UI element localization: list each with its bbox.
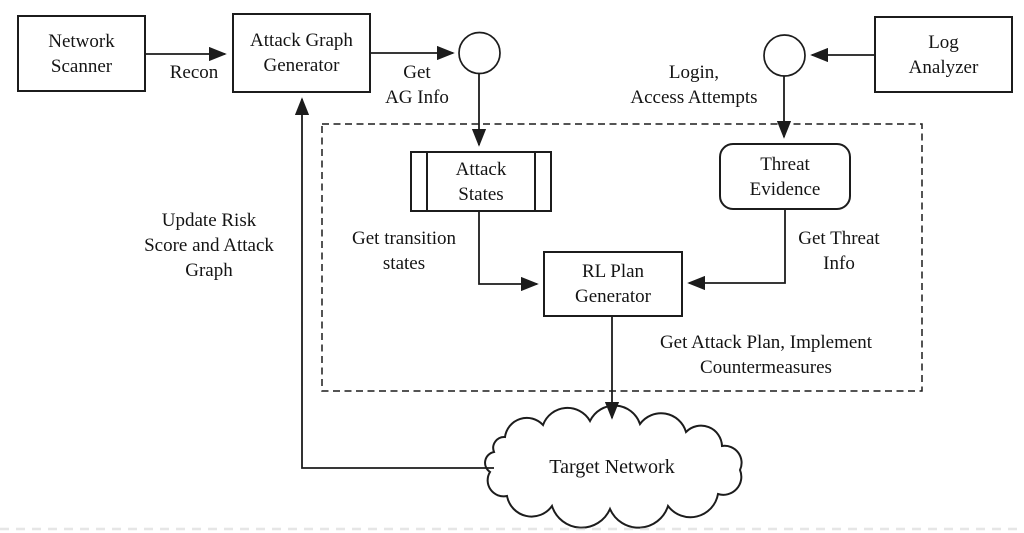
junction-circle-left <box>458 31 501 75</box>
target-network-cloud <box>484 404 743 529</box>
edge-label-get-threat-info: Get Threat Info <box>798 228 880 274</box>
junction-circle-right <box>763 34 806 77</box>
attack-states-right-rule <box>534 152 536 211</box>
edge-label-get-ag-info: Get AG Info <box>385 62 449 108</box>
node-attack-graph-generator: Attack Graph Generator <box>232 13 371 93</box>
edge-label-get-transition-states: Get transition states <box>352 228 456 274</box>
edge-label-recon: Recon <box>169 62 219 83</box>
node-network-scanner: Network Scanner <box>17 15 146 92</box>
node-rl-plan-generator: RL Plan Generator <box>543 251 683 317</box>
target-network-label: Target Network <box>549 456 675 478</box>
edge-attack-states-to-rl-plan <box>478 212 539 292</box>
node-attack-states: Attack States <box>410 151 552 212</box>
edge-target-network-to-agg-feedback <box>294 97 494 469</box>
edge-label-get-attack-plan: Get Attack Plan, Implement Countermeasur… <box>659 332 873 378</box>
dashed-boundary-box <box>321 123 923 392</box>
edge-label-login-access-attempts: Login, Access Attempts <box>630 62 758 108</box>
edge-label-update-risk: Update Risk Score and Attack Graph <box>144 210 274 281</box>
attack-states-left-rule <box>426 152 428 211</box>
attack-states-label: Attack States <box>455 158 507 205</box>
edge-threat-evidence-to-rl-plan <box>687 210 786 291</box>
node-threat-evidence: Threat Evidence <box>719 143 851 210</box>
node-log-analyzer: Log Analyzer <box>874 16 1013 93</box>
